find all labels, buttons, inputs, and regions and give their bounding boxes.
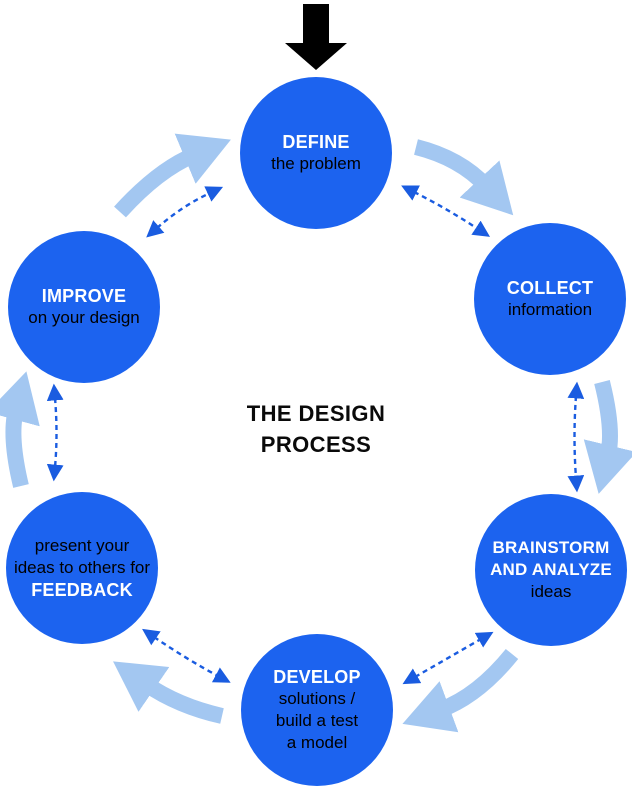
- iterate-arrow-brainstorm-develop: [402, 631, 494, 685]
- node-collect: COLLECT information: [474, 223, 626, 375]
- node-define: DEFINE the problem: [240, 77, 392, 229]
- node-collect-keyword: COLLECT: [506, 278, 594, 298]
- diagram-title: THE DESIGN PROCESS: [196, 398, 436, 460]
- node-brainstorm-keyword-line2: AND ANALYZE: [490, 560, 612, 579]
- node-feedback-keyword: FEEDBACK: [31, 580, 133, 600]
- iterate-arrow-collect-brainstorm: [567, 381, 585, 493]
- node-improve-keyword: IMPROVE: [41, 286, 127, 306]
- flow-arrow-define-to-collect: [413, 139, 514, 216]
- iterate-arrow-develop-feedback: [142, 628, 231, 683]
- entry-down-arrow-icon: [285, 4, 347, 70]
- node-improve-detail: on your design: [28, 308, 140, 327]
- node-feedback: present your ideas to others for FEEDBAC…: [6, 492, 158, 644]
- iterate-arrow-feedback-improve: [46, 383, 64, 482]
- flow-arrow-collect-to-brainstorm: [583, 380, 632, 494]
- node-feedback-detail-line2: ideas to others for: [13, 558, 151, 577]
- diagram-title-line1: THE DESIGN: [246, 401, 386, 426]
- node-define-keyword: DEFINE: [282, 132, 350, 152]
- iterate-arrow-define-improve: [146, 186, 224, 238]
- flow-arrow-improve-to-define: [114, 133, 231, 218]
- node-develop-keyword: DEVELOP: [273, 667, 361, 687]
- node-collect-detail: information: [507, 300, 593, 319]
- node-develop: DEVELOP solutions / build a test a model: [241, 634, 393, 786]
- flow-arrow-develop-to-feedback: [113, 661, 224, 724]
- node-brainstorm: BRAINSTORM AND ANALYZE ideas: [475, 494, 627, 646]
- diagram-title-line2: PROCESS: [260, 432, 372, 457]
- node-develop-detail-line1: solutions /: [278, 689, 356, 708]
- node-define-detail: the problem: [271, 154, 361, 173]
- flow-arrow-feedback-to-improve: [0, 371, 40, 488]
- node-brainstorm-detail: ideas: [530, 582, 572, 601]
- node-brainstorm-keyword-line1: BRAINSTORM: [492, 538, 610, 557]
- node-improve: IMPROVE on your design: [8, 231, 160, 383]
- node-develop-detail-line3: a model: [286, 733, 348, 752]
- iterate-arrow-define-collect: [401, 185, 491, 237]
- node-develop-detail-line2: build a test: [275, 711, 359, 730]
- flow-arrow-brainstorm-to-develop: [402, 648, 519, 733]
- node-feedback-detail-line1: present your: [34, 536, 130, 555]
